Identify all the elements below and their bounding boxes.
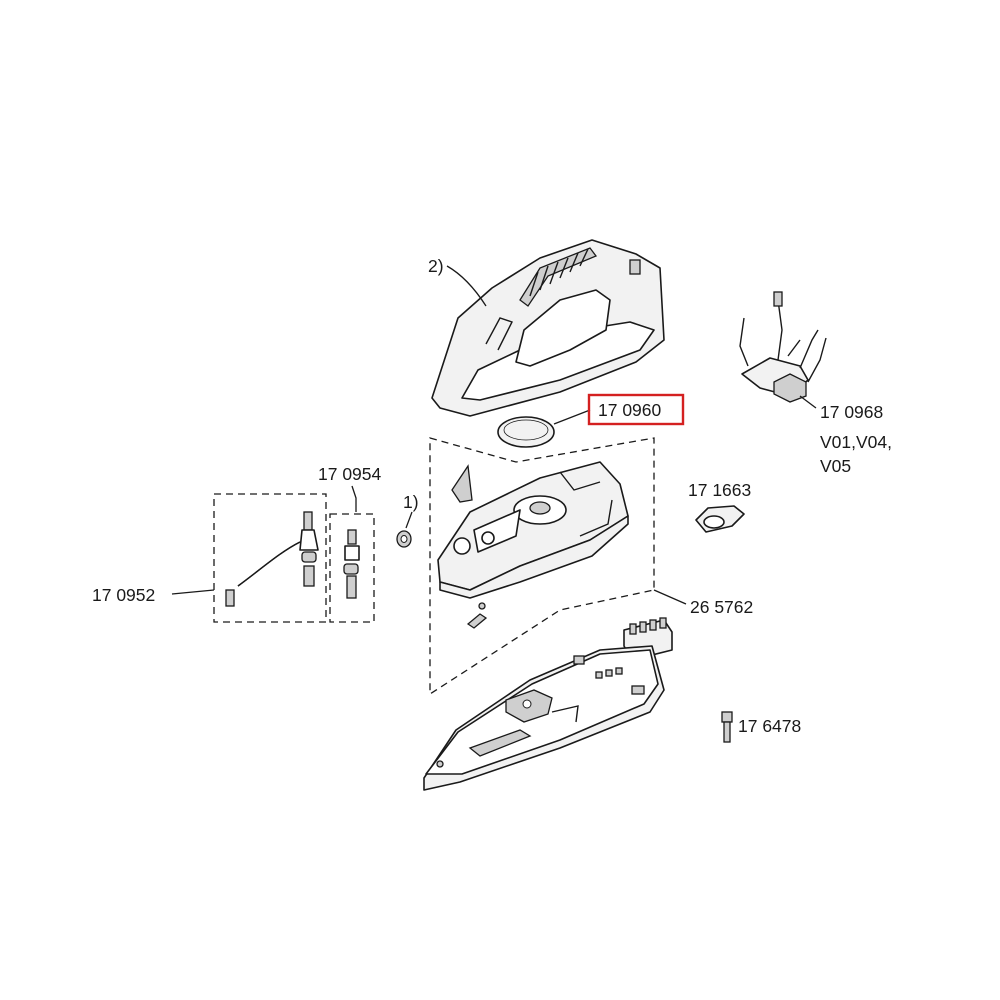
terminal-block <box>623 617 673 661</box>
leader-footnote-2 <box>446 265 487 307</box>
footnote-2-label: 2) <box>428 256 444 276</box>
soleplate <box>423 645 665 791</box>
leader-170960 <box>553 409 591 425</box>
part-label-170954: 17 0954 <box>318 464 382 484</box>
leader-170954 <box>351 485 357 512</box>
part-label-170960: 17 0960 <box>598 400 662 420</box>
part-label-170968: 17 0968 <box>820 402 883 422</box>
part-label-176478: 17 6478 <box>738 716 801 736</box>
leader-footnote-1 <box>405 511 413 529</box>
water-tank-disc <box>497 416 555 448</box>
thermostat-cable-assembly <box>739 291 827 403</box>
variant-label-line1: V01,V04, <box>820 432 892 452</box>
variant-label-line2: V05 <box>820 456 851 476</box>
leader-265762 <box>653 589 687 605</box>
highlight-box-170960 <box>587 393 685 426</box>
handle-grip-ribs <box>529 248 589 297</box>
water-tank-body <box>437 461 629 599</box>
control-knob <box>695 505 745 533</box>
part-label-265762: 26 5762 <box>690 597 753 617</box>
assembly-boundary-265762 <box>429 437 655 696</box>
pump-spring-part <box>343 529 360 599</box>
assembly-boundary-170954 <box>329 513 375 623</box>
seal-ring <box>396 530 412 548</box>
iron-handle-housing <box>431 239 665 417</box>
valve-pin <box>466 602 488 629</box>
footnote-1-label: 1) <box>403 492 419 512</box>
spray-nozzle-part <box>451 464 473 503</box>
screw-bolt <box>721 711 733 743</box>
pump-hose-assembly <box>225 511 319 607</box>
part-label-171663: 17 1663 <box>688 480 751 500</box>
leader-170952 <box>171 589 215 595</box>
part-label-170952: 17 0952 <box>92 585 155 605</box>
leader-170968 <box>799 395 817 409</box>
